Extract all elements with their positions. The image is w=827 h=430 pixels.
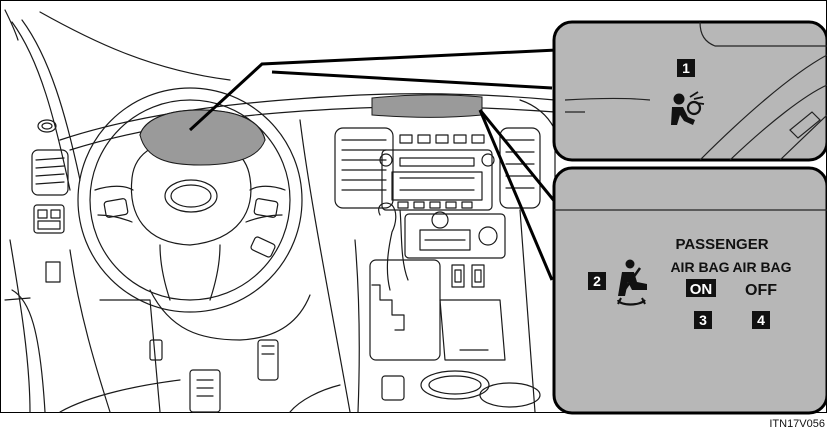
figure-code: ITN17V056 — [769, 418, 825, 430]
callout-panel-airbag: 1 — [554, 22, 827, 160]
callout-panel-indicators: 2 PASSENGER AIR BAG AIR BAG ON OFF 3 4 — [554, 168, 827, 413]
callout-number-2: 2 — [593, 273, 601, 289]
airbag-off-state: OFF — [745, 282, 777, 299]
callout-number-4: 4 — [757, 312, 765, 328]
airbag-off-label: AIR BAG — [732, 259, 791, 275]
center-display-highlight — [372, 95, 482, 117]
passenger-title: PASSENGER — [675, 236, 768, 253]
callout-number-1: 1 — [682, 60, 690, 76]
airbag-on-state: ON — [690, 281, 713, 298]
airbag-on-label: AIR BAG — [670, 259, 729, 275]
callout-number-3: 3 — [699, 312, 707, 328]
